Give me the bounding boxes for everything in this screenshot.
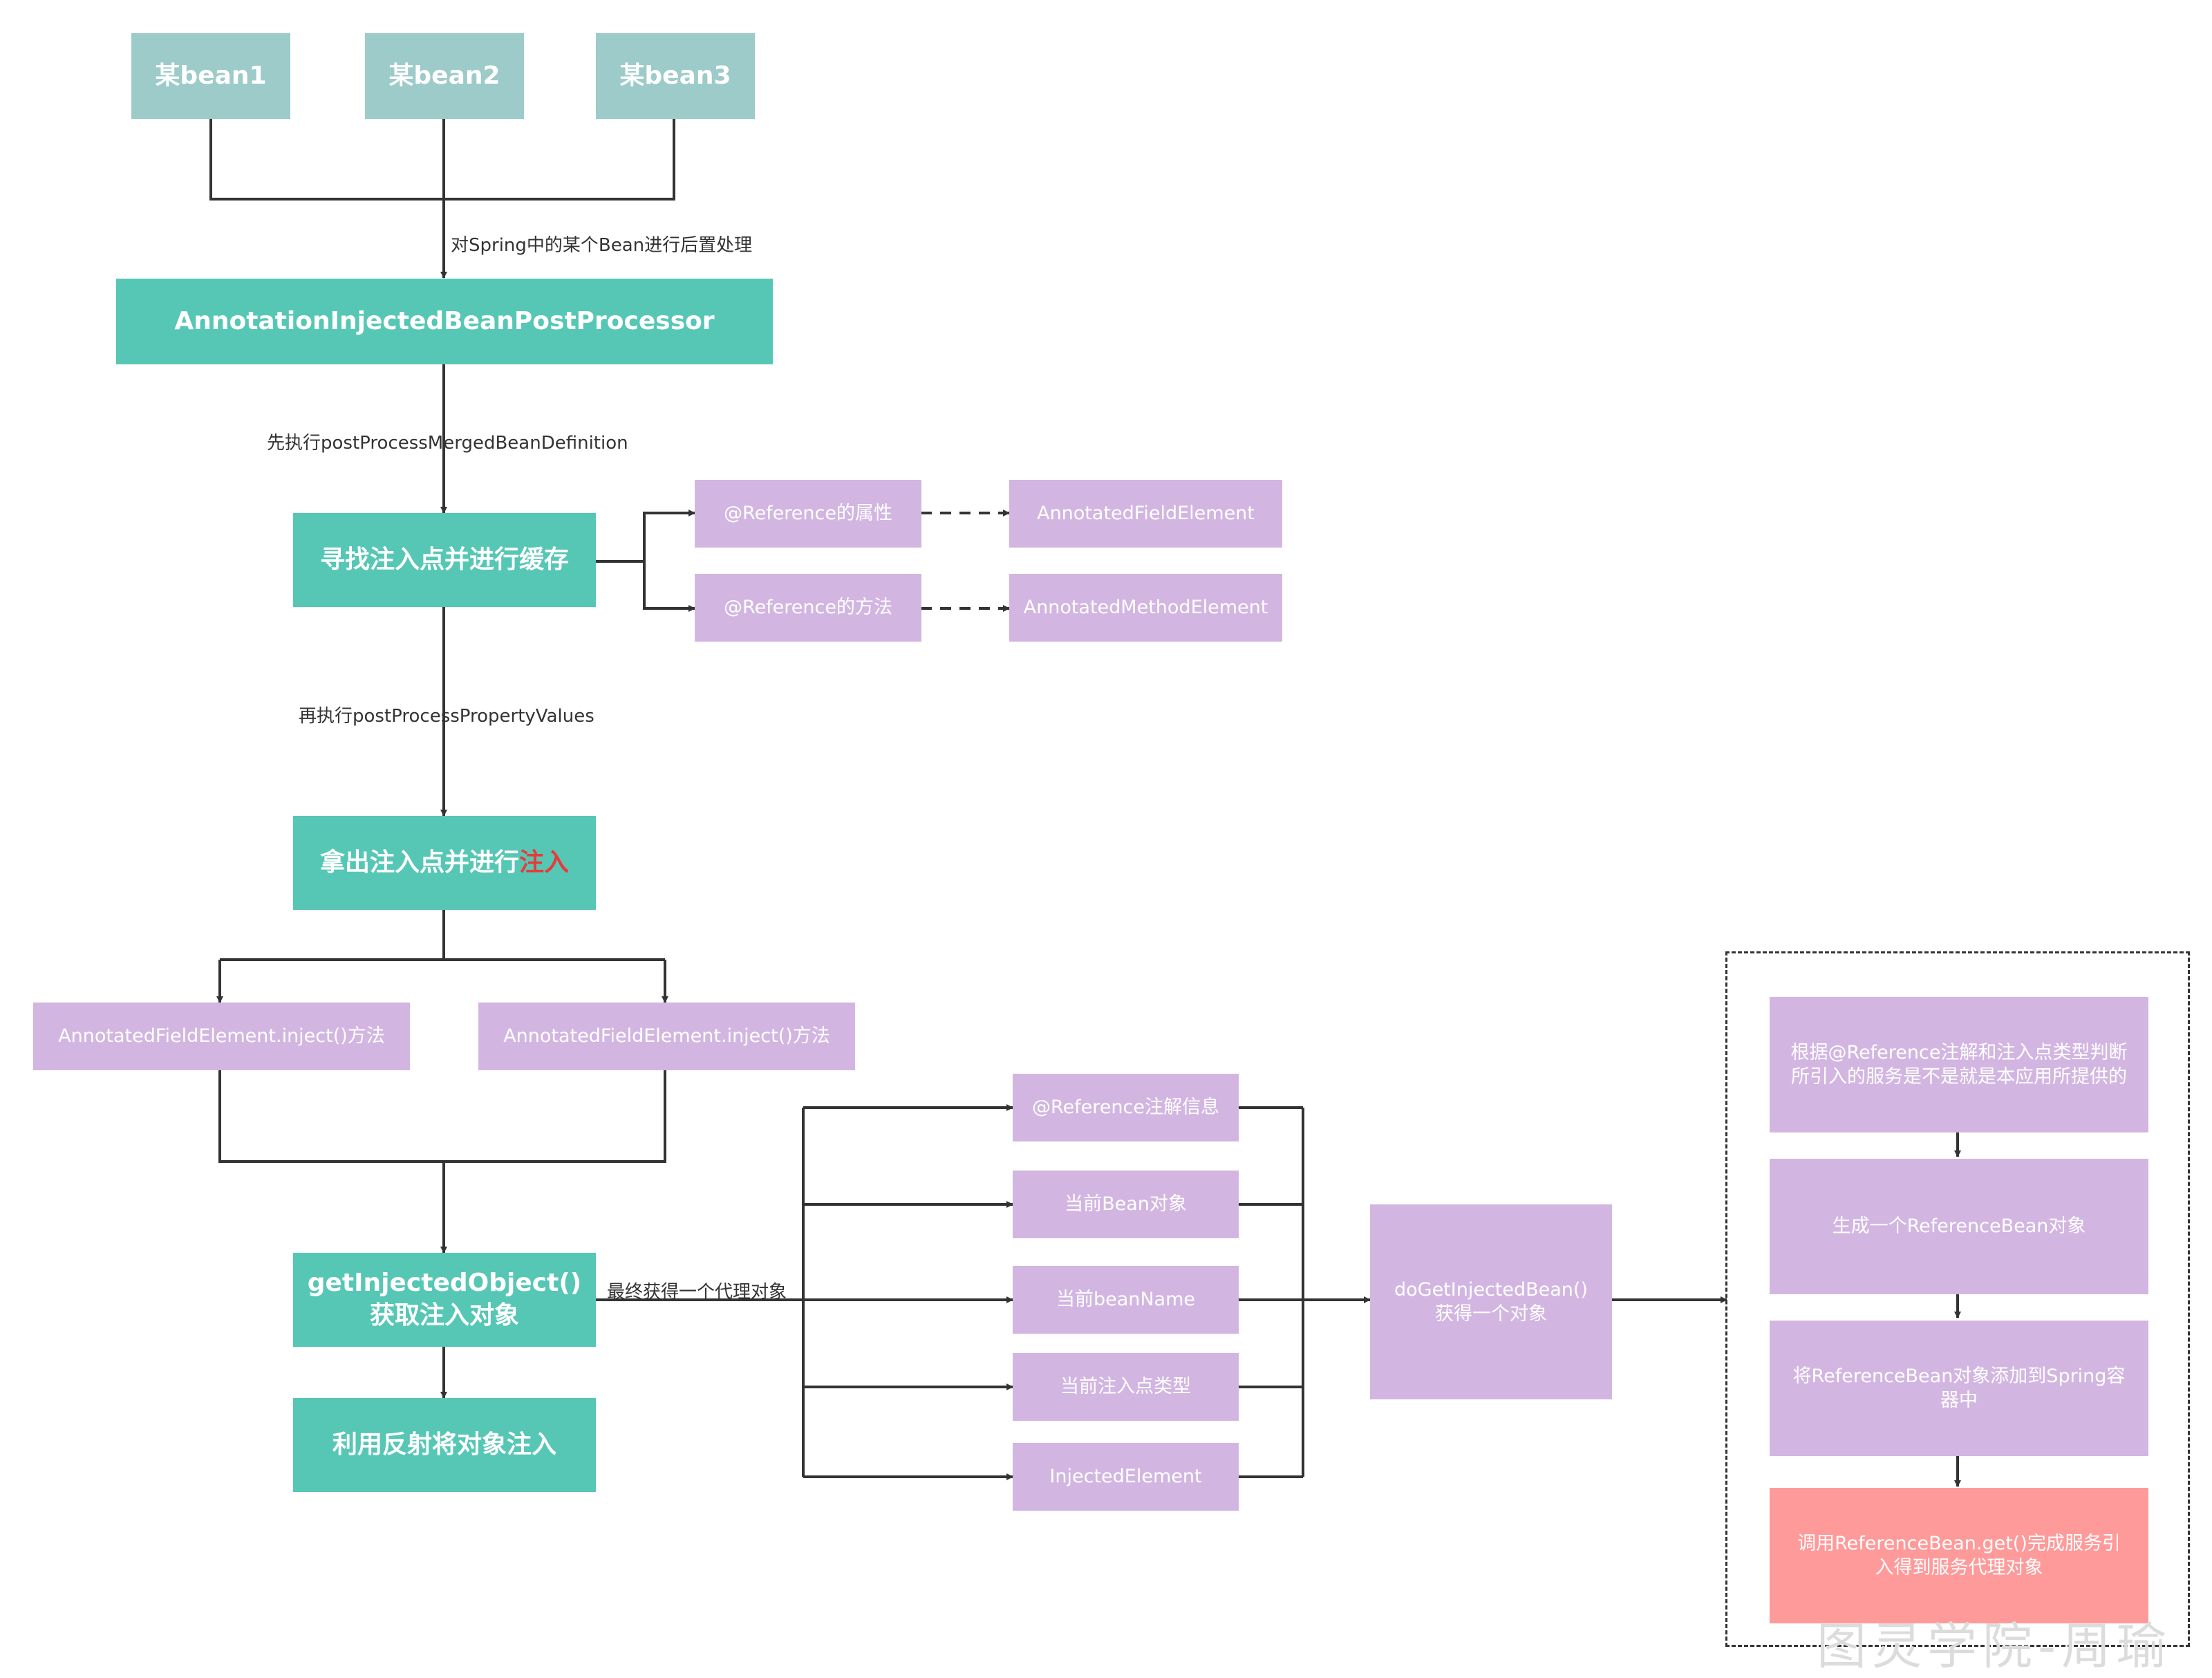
connector-inject-merge bbox=[218, 1070, 666, 1163]
connector-take-split bbox=[220, 909, 665, 961]
find-injection-point-node: 寻找注入点并进行缓存 bbox=[293, 513, 596, 607]
label-post-process-property: 再执行postProcessPropertyValues bbox=[299, 706, 594, 727]
take-injection-highlight: 注入 bbox=[519, 848, 570, 877]
label-post-process-merged: 先执行postProcessMergedBeanDefinition bbox=[267, 433, 628, 454]
bean-node-3: 某bean3 bbox=[596, 33, 755, 119]
get-injected-object-line2: 获取注入对象 bbox=[369, 1301, 519, 1330]
param-node-injection-type: 当前注入点类型 bbox=[1013, 1353, 1239, 1421]
do-get-injected-bean-node: doGetInjectedBean() 获得一个对象 bbox=[1370, 1204, 1612, 1399]
param-node-current-bean: 当前Bean对象 bbox=[1013, 1171, 1239, 1238]
bean-node-1: 某bean1 bbox=[131, 33, 290, 119]
annotated-method-element-node: AnnotatedMethodElement bbox=[1009, 574, 1282, 642]
step-register-reference-bean: 将ReferenceBean对象添加到Spring容器中 bbox=[1770, 1321, 2148, 1456]
param-node-bean-name: 当前beanName bbox=[1013, 1266, 1239, 1334]
annotation-injected-bean-post-processor: AnnotationInjectedBeanPostProcessor bbox=[116, 279, 773, 364]
label-post-process-bean: 对Spring中的某个Bean进行后置处理 bbox=[451, 235, 753, 256]
arrow-to-reference-method bbox=[643, 561, 695, 612]
param-node-injected-element: InjectedElement bbox=[1013, 1443, 1239, 1511]
annotated-field-element-node: AnnotatedFieldElement bbox=[1009, 480, 1282, 548]
reference-method-node: @Reference的方法 bbox=[695, 574, 921, 642]
step-get-service-proxy: 调用ReferenceBean.get()完成服务引入得到服务代理对象 bbox=[1770, 1488, 2148, 1623]
label-final-proxy: 最终获得一个代理对象 bbox=[607, 1282, 787, 1303]
reference-field-node: @Reference的属性 bbox=[695, 480, 921, 548]
take-injection-point-node: 拿出注入点并进行注入 bbox=[293, 816, 596, 910]
connector-bean3 bbox=[444, 118, 675, 201]
reference-bean-steps-frame bbox=[1725, 951, 2190, 1647]
watermark: 图灵学院-周瑜 bbox=[1817, 1617, 2172, 1675]
step-check-local-service: 根据@Reference注解和注入点类型判断所引入的服务是不是就是本应用所提供的 bbox=[1770, 997, 2148, 1132]
do-get-injected-bean-line1: doGetInjectedBean() bbox=[1394, 1278, 1588, 1301]
step-create-reference-bean: 生成一个ReferenceBean对象 bbox=[1770, 1159, 2148, 1294]
connector-params-right bbox=[1239, 1106, 1304, 1478]
connector-bean1 bbox=[209, 118, 444, 201]
inject-method-right-node: AnnotatedFieldElement.inject()方法 bbox=[478, 1003, 855, 1070]
arrow-to-reference-field bbox=[594, 510, 695, 563]
do-get-injected-bean-line2: 获得一个对象 bbox=[1435, 1303, 1547, 1325]
get-injected-object-node: getInjectedObject() 获取注入对象 bbox=[293, 1253, 596, 1347]
inject-method-left-node: AnnotatedFieldElement.inject()方法 bbox=[33, 1003, 410, 1070]
bean-node-2: 某bean2 bbox=[365, 33, 524, 119]
param-node-reference-info: @Reference注解信息 bbox=[1013, 1074, 1239, 1141]
take-injection-text: 拿出注入点并进行 bbox=[319, 848, 519, 877]
reflect-inject-node: 利用反射将对象注入 bbox=[293, 1398, 596, 1492]
get-injected-object-line1: getInjectedObject() bbox=[307, 1269, 582, 1298]
